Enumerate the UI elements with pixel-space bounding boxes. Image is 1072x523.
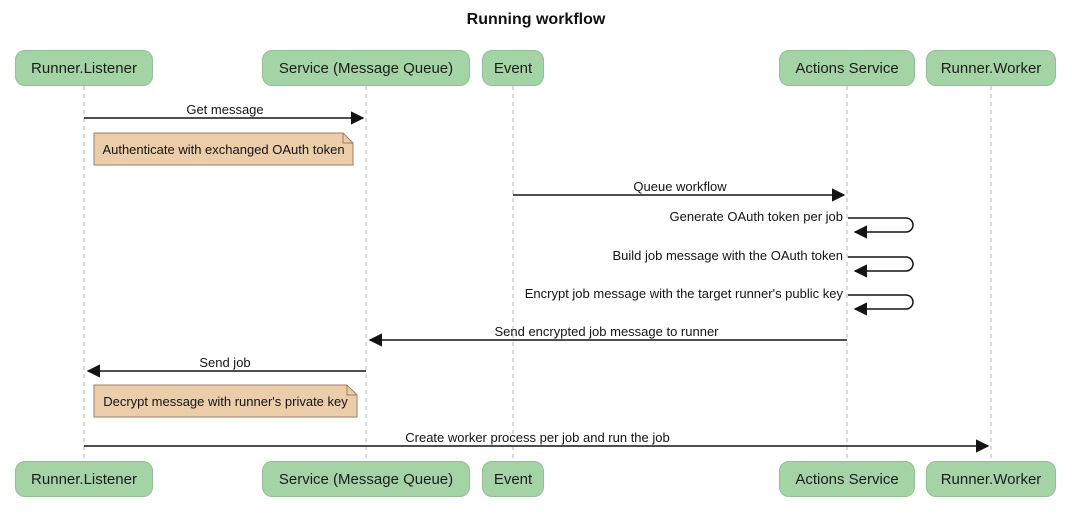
message-label-create-worker-process: Create worker process per job and run th…: [405, 430, 670, 445]
self-loop-generate-oauth-token: [848, 217, 914, 239]
participant-top-actions-service: Actions Service: [779, 50, 915, 86]
note-authenticate: Authenticate with exchanged OAuth token: [102, 141, 345, 157]
participant-bottom-event: Event: [482, 461, 544, 497]
message-arrows: [84, 111, 990, 453]
participant-bottom-runner-worker: Runner.Worker: [926, 461, 1056, 497]
message-label-get-message: Get message: [186, 102, 264, 117]
message-label-build-job-message: Build job message with the OAuth token: [612, 248, 843, 263]
message-label-encrypt-job-message: Encrypt job message with the target runn…: [524, 286, 843, 301]
participant-top-runner-listener: Runner.Listener: [15, 50, 153, 86]
participant-top-runner-worker: Runner.Worker: [926, 50, 1056, 86]
note-decrypt: Decrypt message with runner's private ke…: [103, 393, 348, 409]
notes: [93, 132, 358, 418]
diagram-title: Running workflow: [466, 11, 606, 28]
message-label-send-encrypted-job-message: Send encrypted job message to runner: [494, 324, 719, 339]
participant-top-service-message-queue: Service (Message Queue): [262, 50, 470, 86]
message-label-send-job: Send job: [199, 355, 251, 370]
self-loop-encrypt-job-message: [848, 294, 914, 316]
message-label-generate-oauth-token: Generate OAuth token per job: [669, 209, 843, 224]
participant-bottom-actions-service: Actions Service: [779, 461, 915, 497]
message-label-queue-workflow: Queue workflow: [633, 179, 727, 194]
participant-top-event: Event: [482, 50, 544, 86]
note-fold-decrypt: [346, 385, 357, 396]
participant-bottom-service-message-queue: Service (Message Queue): [262, 461, 470, 497]
lifelines: [83, 86, 992, 461]
note-shape-authenticate: [93, 132, 354, 166]
note-fold-authenticate: [342, 133, 353, 144]
participant-bottom-runner-listener: Runner.Listener: [15, 461, 153, 497]
note-shape-decrypt: [93, 384, 358, 418]
self-loop-build-job-message: [848, 256, 914, 278]
